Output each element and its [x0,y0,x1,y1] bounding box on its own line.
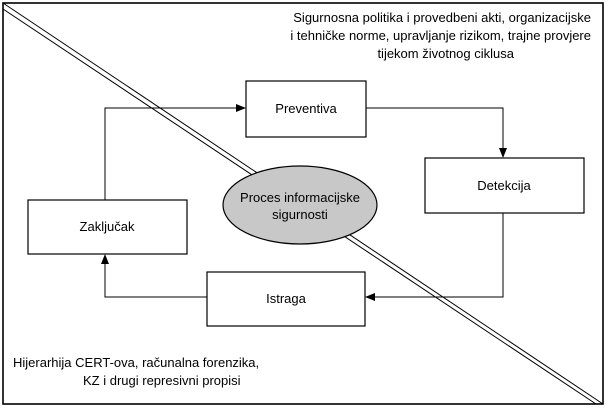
top-caption-line-1: Sigurnosna politika i provedbeni akti, o… [293,10,591,25]
center-process: Proces informacijske sigurnosti [222,165,378,245]
flow-arrows [101,104,507,301]
center-process-label-line-1: Proces informacijske [240,190,360,205]
bottom-caption: Hijerarhija CERT-ova, računalna forenzik… [13,355,259,388]
node-istraga-label: Istraga [266,291,307,306]
node-istraga: Istraga [206,271,366,327]
top-caption-line-2: i tehničke norme, upravljanje rizikom, t… [290,28,591,43]
bottom-caption-line-1: Hijerarhija CERT-ova, računalna forenzik… [13,355,259,370]
arrowhead-zakljucak [101,254,109,264]
node-zakljucak: Zaključak [27,199,188,255]
arrowhead-detekcija [499,148,507,158]
bottom-caption-line-2: KZ i drugi represivni propisi [83,373,241,388]
node-zakljucak-label: Zaključak [80,219,135,234]
arrow-zakljucak-to-preventiva [104,107,236,200]
arrow-preventiva-to-detekcija [366,107,504,148]
arrowhead-preventiva [236,104,246,112]
node-detekcija-label: Detekcija [477,178,531,193]
node-preventiva: Preventiva [245,80,367,138]
node-istraga-box [206,271,366,327]
arrowhead-istraga [365,293,375,301]
center-process-ellipse [222,165,378,245]
top-caption: Sigurnosna politika i provedbeni akti, o… [290,10,591,61]
top-caption-line-3: tijekom životnog ciklusa [377,46,514,61]
node-detekcija: Detekcija [424,157,585,214]
arrow-istraga-to-zakljucak [104,264,207,298]
center-process-label-line-2: sigurnosti [272,207,328,222]
arrow-detekcija-to-istraga [375,213,504,298]
node-detekcija-box [424,157,585,214]
node-preventiva-label: Preventiva [275,101,337,116]
node-zakljucak-box [27,199,188,255]
node-preventiva-box [245,80,367,138]
